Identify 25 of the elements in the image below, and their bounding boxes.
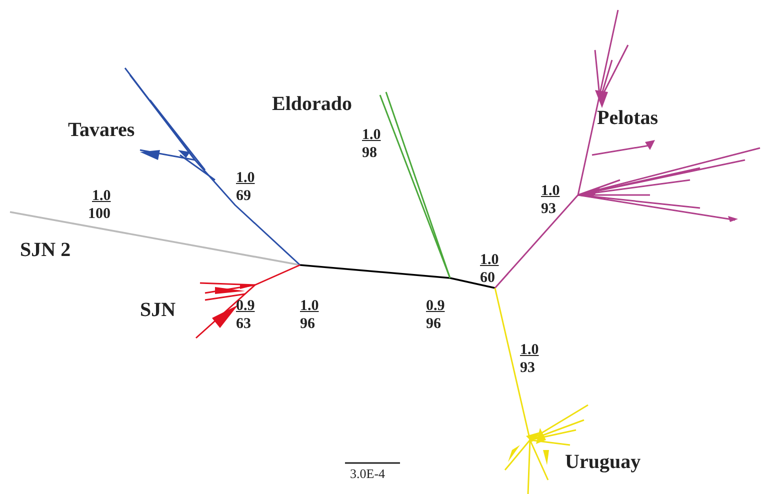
clade-label: Eldorado <box>272 94 352 114</box>
clade-label: SJN 2 <box>20 240 71 260</box>
bootstrap-value: 100 <box>88 207 110 222</box>
support-value: 1.0 <box>300 299 319 314</box>
scale-label: 3.0E-4 <box>350 467 386 480</box>
clade-label: Pelotas <box>597 108 658 128</box>
support-value: 1.0 <box>520 343 539 358</box>
clade-label: Uruguay <box>565 452 641 472</box>
bootstrap-value: 96 <box>300 317 315 332</box>
bootstrap-value: 93 <box>520 361 535 376</box>
bootstrap-value: 69 <box>236 189 251 204</box>
bootstrap-value: 93 <box>541 202 556 217</box>
support-value: 1.0 <box>362 128 381 143</box>
support-value: 1.0 <box>92 189 111 204</box>
support-value: 1.0 <box>541 184 560 199</box>
support-value: 0.9 <box>236 299 255 314</box>
bootstrap-value: 60 <box>480 271 495 286</box>
support-value: 0.9 <box>426 299 445 314</box>
clade-label: SJN <box>140 300 176 320</box>
bootstrap-value: 98 <box>362 146 377 161</box>
support-value: 1.0 <box>236 171 255 186</box>
bootstrap-value: 96 <box>426 317 441 332</box>
support-value: 1.0 <box>480 253 499 268</box>
clade-label: Tavares <box>68 120 135 140</box>
bootstrap-value: 63 <box>236 317 251 332</box>
